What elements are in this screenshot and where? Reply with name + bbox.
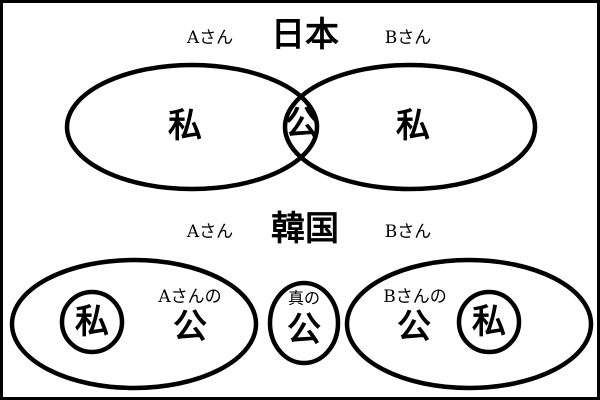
japan-b-private: 私	[396, 106, 430, 146]
japan-b-ellipse	[282, 62, 538, 192]
japan-a-private: 私	[168, 106, 202, 146]
korea-b-private-circle	[456, 289, 522, 355]
korea-section: Aさん 韓国 Bさん 私 Aさんの 公 真の 公 Bさんの 公 私	[9, 209, 594, 391]
korea-b-ellipse	[344, 257, 594, 391]
korea-true-public: 公	[287, 310, 321, 350]
japan-shared-public: 公	[285, 104, 319, 144]
korea-b-private: 私	[472, 302, 506, 342]
korea-title: 韓国	[271, 209, 339, 249]
japan-person-a-label: Aさん	[186, 28, 233, 48]
korea-person-b-label: Bさん	[385, 222, 432, 242]
japan-a-ellipse	[64, 62, 320, 192]
japan-title: 日本	[271, 15, 339, 55]
korea-a-ellipse	[9, 257, 259, 391]
korea-a-private: 私	[75, 302, 109, 342]
korea-a-public-label: Aさんの	[157, 287, 221, 307]
japan-section: Aさん 日本 Bさん 私 公 私	[64, 15, 538, 192]
korea-true-public-label: 真の	[288, 289, 320, 308]
korea-a-public: 公	[173, 307, 207, 347]
korea-b-public: 公	[397, 307, 431, 347]
korea-person-a-label: Aさん	[186, 222, 233, 242]
japan-person-b-label: Bさん	[385, 28, 432, 48]
korea-a-private-circle	[59, 289, 125, 355]
korea-b-public-label: Bさんの	[383, 287, 447, 307]
korea-true-public-circle	[267, 280, 341, 366]
